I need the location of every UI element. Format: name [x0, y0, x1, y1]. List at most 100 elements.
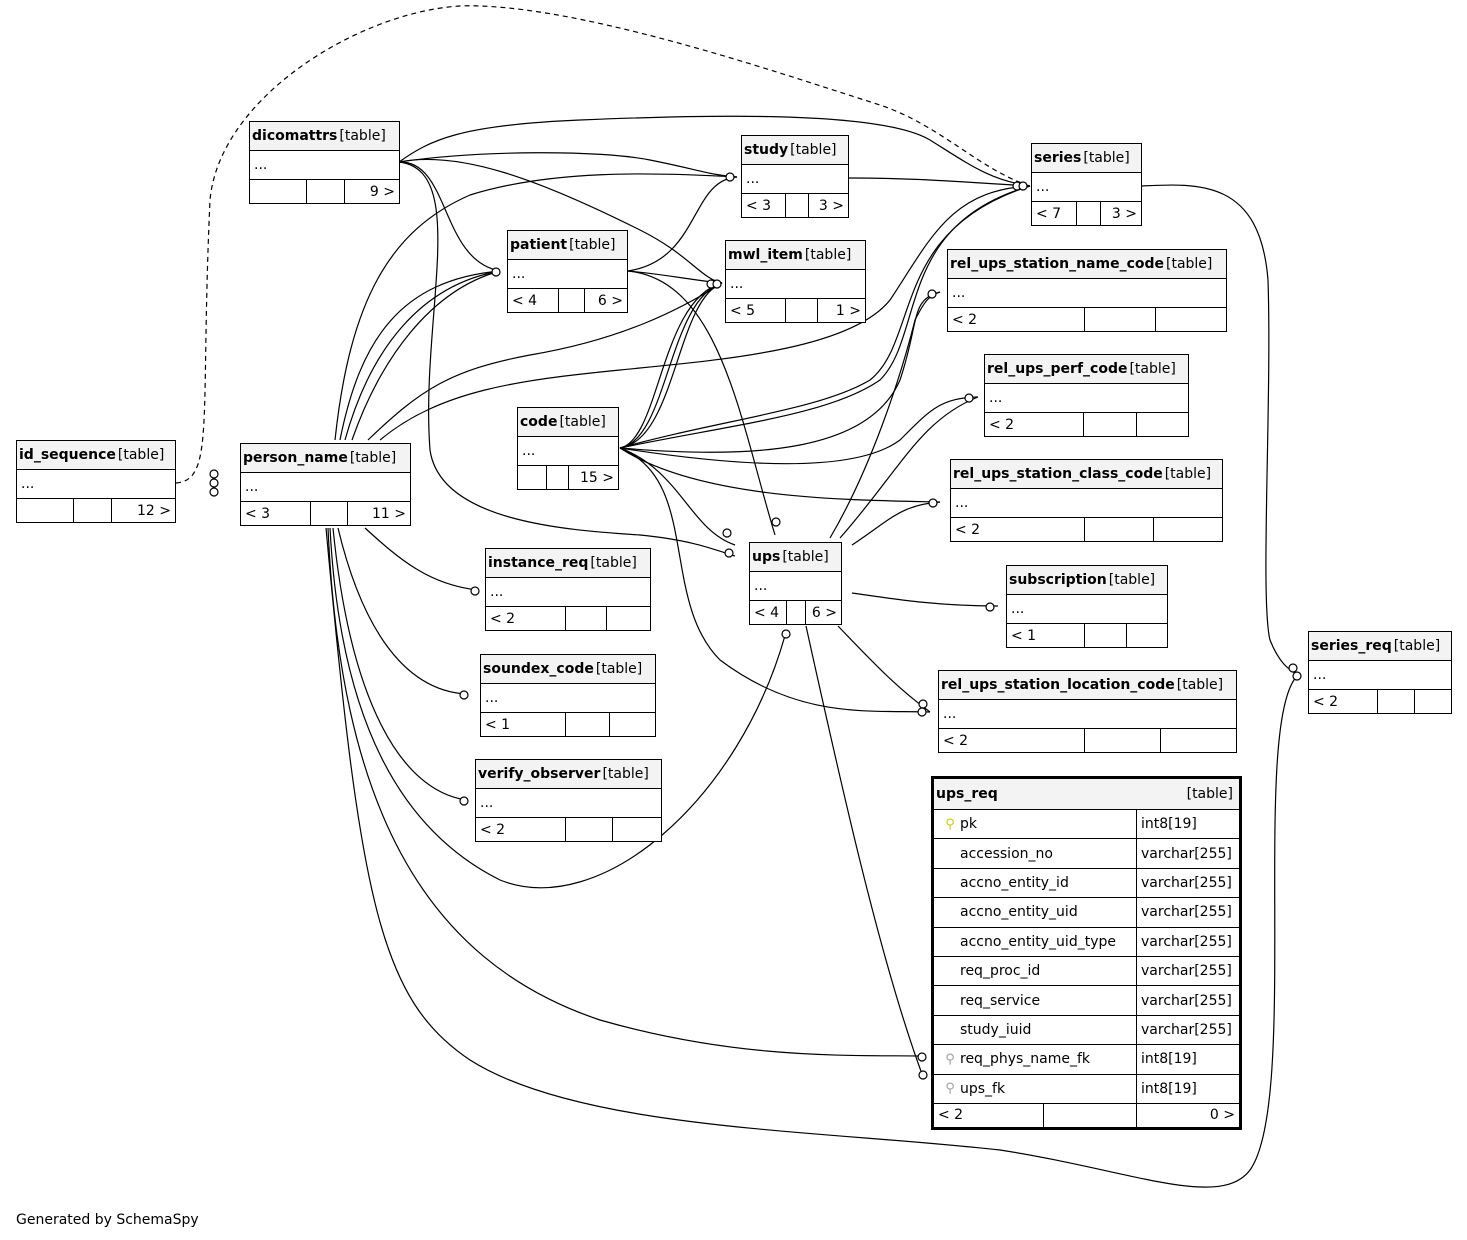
column-name: req_service	[934, 986, 1137, 1015]
column-name-text: ups_fk	[960, 1080, 1006, 1097]
column-name-text: accno_entity_id	[960, 874, 1069, 891]
table-dicomattrs[interactable]: dicomattrs[table] ... 9 >	[249, 121, 400, 204]
column-name: accno_entity_uid	[934, 898, 1137, 927]
table-kind: [table]	[1164, 466, 1212, 482]
child-count[interactable]	[610, 713, 655, 736]
child-count[interactable]: 12 >	[137, 502, 171, 519]
row-count	[74, 499, 112, 522]
parent-count[interactable]: < 2	[948, 308, 1085, 331]
table-body: ...	[250, 151, 399, 180]
row-count	[1085, 308, 1156, 331]
child-count[interactable]	[1156, 308, 1226, 331]
table-header: ups_req [table]	[934, 779, 1239, 810]
parent-count[interactable]: < 2	[985, 413, 1084, 436]
parent-count[interactable]	[17, 499, 74, 522]
table-header: study[table]	[742, 136, 848, 165]
edge-person-patient-3	[351, 270, 501, 441]
table-soundex-code[interactable]: soundex_code[table] ... < 1	[480, 654, 656, 737]
child-count[interactable]: 3 >	[818, 197, 844, 214]
row-count	[1378, 690, 1415, 713]
table-kind: [table]	[349, 450, 397, 466]
edge-person-series-req	[325, 527, 1299, 1188]
column-type: int8[19]	[1141, 816, 1197, 833]
child-count[interactable]: 9 >	[369, 183, 395, 200]
parent-count[interactable]	[250, 180, 307, 203]
child-count[interactable]: 11 >	[372, 505, 406, 522]
column-name: ⚲ups_fk	[934, 1074, 1137, 1103]
table-rel-ups-station-class-code[interactable]: rel_ups_station_class_code[table] ... < …	[950, 459, 1223, 542]
child-count[interactable]	[1154, 518, 1222, 541]
parent-count[interactable]: < 2	[476, 818, 566, 841]
parent-count[interactable]: < 2	[951, 518, 1085, 541]
table-kind: [table]	[782, 549, 829, 565]
child-count[interactable]: 6 >	[597, 292, 623, 309]
table-header: ups[table]	[750, 543, 841, 572]
row-count	[786, 299, 818, 322]
child-count[interactable]: 15 >	[580, 469, 614, 486]
child-count[interactable]: 3 >	[1111, 205, 1137, 222]
parent-count[interactable]: < 4	[508, 289, 559, 312]
parent-count[interactable]: < 1	[1007, 624, 1085, 647]
child-count[interactable]	[613, 818, 661, 841]
parent-count[interactable]: < 2	[934, 1103, 1044, 1127]
parent-count[interactable]: < 2	[1309, 690, 1378, 713]
table-instance-req[interactable]: instance_req[table] ... < 2	[485, 548, 651, 631]
row-count	[547, 466, 569, 489]
table-rel-ups-perf-code[interactable]: rel_ups_perf_code[table] ... < 2	[984, 354, 1189, 437]
table-rel-ups-station-name-code[interactable]: rel_ups_station_name_code[table] ... < 2	[947, 249, 1227, 332]
child-count[interactable]	[1161, 729, 1236, 752]
column-type: varchar[255]	[1141, 992, 1232, 1009]
table-body: ...	[486, 578, 650, 607]
table-rel-ups-station-location-code[interactable]: rel_ups_station_location_code[table] ...…	[938, 670, 1237, 753]
child-count[interactable]: 6 >	[811, 604, 837, 621]
parent-count[interactable]: < 4	[750, 601, 787, 624]
child-count[interactable]: 0 >	[1209, 1107, 1235, 1124]
parent-count[interactable]: < 7	[1032, 202, 1077, 225]
parent-count[interactable]: < 2	[486, 607, 566, 630]
column-name-text: accession_no	[960, 845, 1053, 862]
table-name: series_req	[1311, 638, 1392, 654]
table-verify-observer[interactable]: verify_observer[table] ... < 2	[475, 759, 662, 842]
table-series-req[interactable]: series_req[table] ... < 2	[1308, 631, 1452, 714]
table-name: rel_ups_station_location_code	[941, 677, 1175, 693]
table-body: ...	[481, 684, 655, 713]
table-name: ups	[752, 549, 781, 565]
table-body: ...	[985, 384, 1188, 413]
parent-count[interactable]	[518, 466, 547, 489]
table-name: dicomattrs	[252, 128, 338, 144]
child-count[interactable]: 1 >	[835, 302, 861, 319]
child-count[interactable]	[1127, 624, 1167, 647]
parent-count[interactable]: < 3	[742, 194, 786, 217]
parent-count[interactable]: < 1	[481, 713, 566, 736]
row-count	[787, 601, 806, 624]
parent-count[interactable]: < 2	[939, 729, 1085, 752]
child-count[interactable]	[1137, 413, 1188, 436]
table-footer: < 2	[948, 308, 1226, 331]
table-code[interactable]: code[table] ... 15 >	[517, 407, 619, 490]
edge-code-mwl-1	[619, 282, 723, 449]
table-subscription[interactable]: subscription[table] ... < 1	[1006, 565, 1168, 648]
child-count[interactable]	[1415, 690, 1451, 713]
child-count[interactable]	[607, 607, 650, 630]
parent-count[interactable]: < 5	[726, 299, 786, 322]
table-id-sequence[interactable]: id_sequence[table] ... 12 >	[16, 440, 176, 523]
parent-count[interactable]: < 3	[241, 502, 311, 525]
